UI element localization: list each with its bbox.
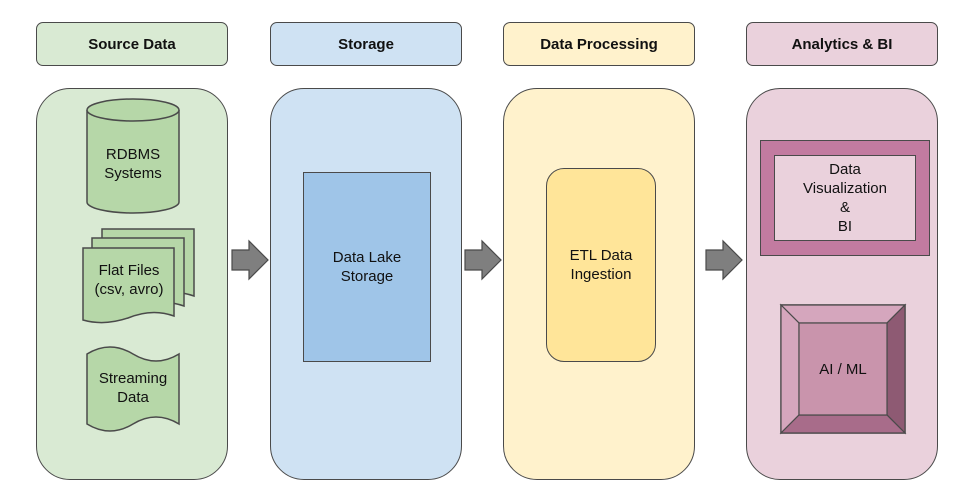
etl-ingestion-box: ETL Data Ingestion: [546, 168, 656, 362]
header-data-processing: Data Processing: [503, 22, 695, 66]
header-data-processing-label: Data Processing: [540, 35, 658, 53]
ai-ml-label: AI / ML: [819, 360, 867, 378]
streaming-data-tape: [86, 346, 180, 432]
flat-files-documents: [82, 228, 195, 324]
header-storage-label: Storage: [338, 35, 394, 53]
ai-ml-bevel: [779, 303, 907, 435]
header-source-data: Source Data: [36, 22, 228, 66]
arrow-right-icon: [705, 239, 743, 281]
rdbms-label: RDBMS Systems: [104, 146, 162, 182]
header-storage: Storage: [270, 22, 462, 66]
rdbms-cylinder: [86, 98, 180, 214]
arrow-right-icon: [464, 239, 502, 281]
data-visualization-label: Data Visualization & BI: [803, 161, 887, 235]
data-visualization-box: Data Visualization & BI: [774, 155, 916, 241]
arrow-right-icon: [231, 239, 269, 281]
flat-files-label: Flat Files (csv, avro): [94, 262, 164, 298]
streaming-data-label: Streaming Data: [98, 370, 168, 406]
header-analytics-bi: Analytics & BI: [746, 22, 938, 66]
data-lake-storage-box: Data Lake Storage: [303, 172, 431, 362]
etl-ingestion-label: ETL Data Ingestion: [569, 247, 633, 283]
data-lake-storage-label: Data Lake Storage: [332, 249, 402, 285]
data-visualization-frame: Data Visualization & BI: [760, 140, 930, 256]
header-source-data-label: Source Data: [88, 35, 176, 53]
header-analytics-bi-label: Analytics & BI: [791, 35, 893, 53]
